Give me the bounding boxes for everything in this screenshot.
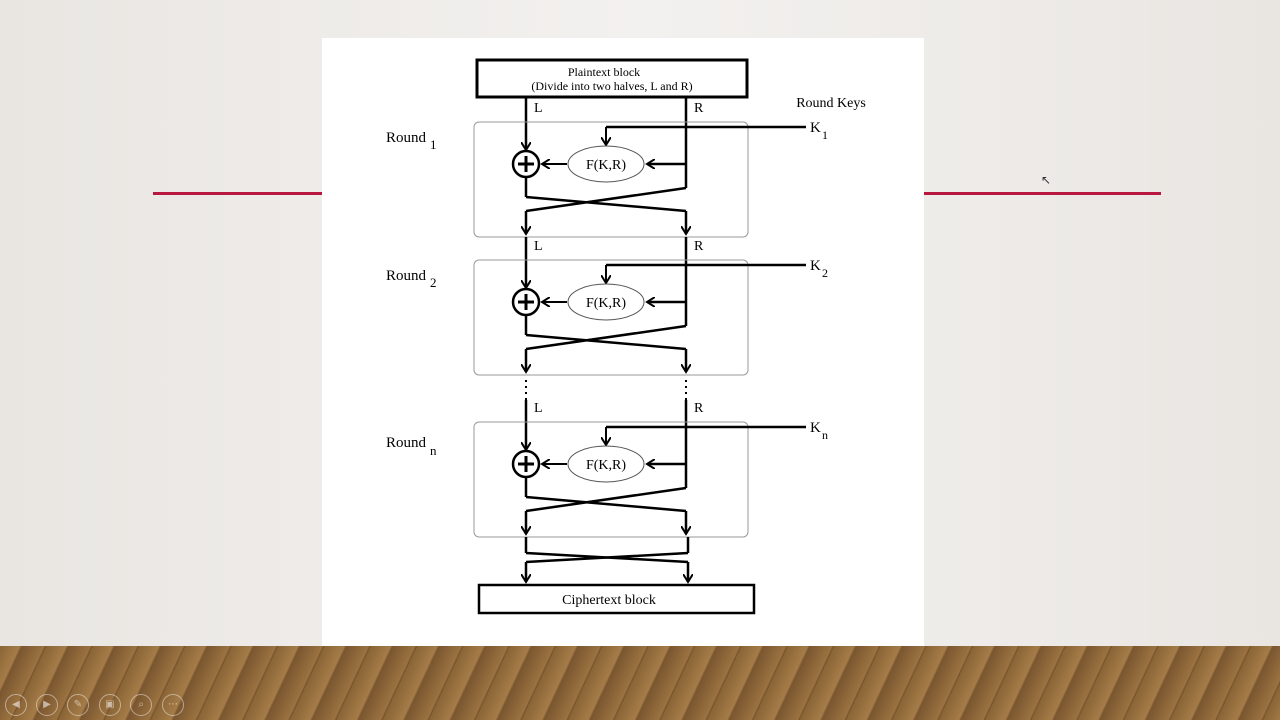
cross-line-right-to-left xyxy=(525,324,687,351)
round-subscript: n xyxy=(430,443,437,458)
see-all-slides-button[interactable]: ▣ xyxy=(99,694,121,716)
ciphertext-block xyxy=(477,583,756,615)
right-half-label: R xyxy=(694,239,704,254)
more-options-button[interactable]: ⋯ xyxy=(162,694,184,716)
wood-floor-background xyxy=(0,646,1280,720)
round-key-subscript: 1 xyxy=(822,128,828,142)
round-keys-label: Round Keys xyxy=(796,96,866,111)
plaintext-subtitle: (Divide into two halves, L and R) xyxy=(531,79,692,93)
ciphertext-label: Ciphertext block xyxy=(562,593,656,608)
round-subscript: 2 xyxy=(430,275,437,290)
previous-slide-button[interactable]: ◀ xyxy=(5,694,27,716)
right-half-label: R xyxy=(694,401,704,416)
round-subscript: 1 xyxy=(430,137,437,152)
zoom-button[interactable]: ⌕ xyxy=(130,694,152,716)
feistel-diagram-image: Plaintext block (Divide into two halves,… xyxy=(322,38,924,646)
round-function-label: F(K,R) xyxy=(586,296,626,311)
round-function-label: F(K,R) xyxy=(586,458,626,473)
plaintext-title: Plaintext block xyxy=(568,65,640,79)
pen-tool-button[interactable]: ✎ xyxy=(67,694,89,716)
feistel-cipher-diagram: Plaintext block (Divide into two halves,… xyxy=(386,58,866,615)
cross-line-left-to-right xyxy=(525,495,687,513)
cross-line-left-to-right xyxy=(525,333,687,351)
round-box xyxy=(473,121,749,238)
round-function-ellipse xyxy=(567,145,645,183)
round-label: Round xyxy=(386,435,427,451)
round-key-subscript: n xyxy=(822,428,828,442)
round-label: Round xyxy=(386,268,427,284)
title-accent-line-left xyxy=(153,192,322,195)
left-half-label: L xyxy=(534,101,543,116)
round-function-label: F(K,R) xyxy=(586,158,626,173)
left-half-label: L xyxy=(534,239,543,254)
round-key-label: K xyxy=(810,120,821,136)
mouse-cursor-icon: ↖ xyxy=(1041,173,1052,187)
round-function-ellipse xyxy=(567,445,645,483)
cross-line-right-to-left xyxy=(525,486,687,513)
left-half-label: L xyxy=(534,401,543,416)
round-function-ellipse xyxy=(567,283,645,321)
round-key-label: K xyxy=(810,420,821,436)
final-cross-line-2 xyxy=(525,551,689,564)
plaintext-block xyxy=(475,58,749,99)
round-box xyxy=(473,421,749,538)
title-accent-line-right xyxy=(924,192,1161,195)
round-key-label: K xyxy=(810,258,821,274)
round-label: Round xyxy=(386,130,427,146)
round-key-subscript: 2 xyxy=(822,266,828,280)
cross-line-right-to-left xyxy=(525,186,687,213)
right-half-label: R xyxy=(694,101,704,116)
cross-line-left-to-right xyxy=(525,195,687,213)
next-slide-button[interactable]: ▶ xyxy=(36,694,58,716)
round-box xyxy=(473,259,749,376)
